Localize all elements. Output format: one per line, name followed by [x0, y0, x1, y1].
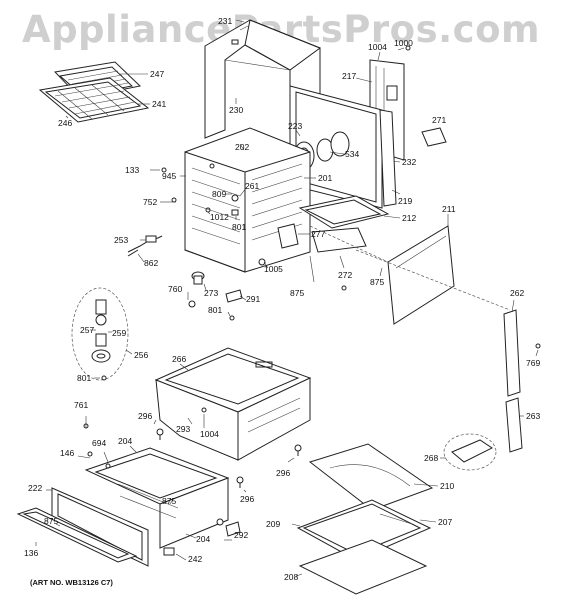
wire-harness[interactable] [127, 235, 163, 257]
callout-769: 769 [526, 358, 540, 368]
callout-204-front: 204 [196, 534, 210, 544]
callout-217: 217 [342, 71, 356, 81]
callout-296-left: 296 [138, 411, 152, 421]
callout-761: 761 [74, 400, 88, 410]
small-fasteners[interactable] [188, 271, 243, 321]
callout-209: 209 [266, 519, 280, 529]
callout-219: 219 [398, 196, 412, 206]
callout-231: 231 [218, 16, 232, 26]
callout-261: 261 [245, 181, 259, 191]
callout-1004-chassis: 1004 [200, 429, 219, 439]
side-trim-strip[interactable] [503, 309, 541, 397]
callout-146: 146 [60, 448, 74, 458]
lower-side-trim[interactable] [505, 397, 523, 453]
callout-263: 263 [526, 411, 540, 421]
callout-136: 136 [24, 548, 38, 558]
callout-875-center: 875 [290, 288, 304, 298]
callout-273: 273 [204, 288, 218, 298]
lower-bracket[interactable] [258, 223, 367, 291]
callout-241: 241 [152, 99, 166, 109]
callout-1012: 1012 [210, 212, 229, 222]
callout-1004-top: 1004 [368, 42, 387, 52]
rear-side-trim[interactable] [379, 109, 397, 207]
callout-259: 259 [112, 328, 126, 338]
valve-assembly-detail[interactable] [71, 287, 129, 381]
callout-801-valve: 801 [77, 373, 91, 383]
drawer-front-panel[interactable] [16, 507, 138, 563]
callout-207: 207 [438, 517, 452, 527]
callout-945: 945 [162, 171, 176, 181]
side-wrapper-panel[interactable] [387, 225, 455, 325]
callout-694: 694 [92, 438, 106, 448]
callout-210: 210 [440, 481, 454, 491]
callout-268: 268 [424, 453, 438, 463]
callout-875-front: 875 [44, 516, 58, 526]
callout-296-right: 296 [276, 468, 290, 478]
callout-223: 223 [288, 121, 302, 131]
callout-230: 230 [229, 105, 243, 115]
callout-222: 222 [28, 483, 42, 493]
callout-262: 262 [510, 288, 524, 298]
callout-292: 292 [234, 530, 248, 540]
callout-211: 211 [442, 204, 456, 214]
callout-534: 534 [345, 149, 359, 159]
screws-296[interactable] [156, 428, 302, 488]
callout-271: 271 [432, 115, 446, 125]
callout-266: 266 [172, 354, 186, 364]
broiler-pan-assembly[interactable] [38, 61, 150, 123]
callout-202: 202 [235, 142, 249, 152]
callout-272: 272 [338, 270, 352, 280]
callout-1005: 1005 [264, 264, 283, 274]
callout-256: 256 [134, 350, 148, 360]
callout-277: 277 [311, 229, 325, 239]
callout-247: 247 [150, 69, 164, 79]
callout-253: 253 [114, 235, 128, 245]
callout-875-drawer: 875 [162, 496, 176, 506]
callout-242: 242 [188, 554, 202, 564]
callout-293: 293 [176, 424, 190, 434]
callout-875-side: 875 [370, 277, 384, 287]
callout-296-bottom: 296 [240, 494, 254, 504]
callout-862: 862 [144, 258, 158, 268]
callout-204-top: 204 [118, 436, 132, 446]
callout-801-cavity: 801 [232, 222, 246, 232]
callout-246: 246 [58, 118, 72, 128]
callout-232: 232 [402, 157, 416, 167]
callout-201: 201 [318, 173, 332, 183]
callout-257: 257 [80, 325, 94, 335]
callout-760: 760 [168, 284, 182, 294]
bottom-tray[interactable] [298, 195, 390, 229]
callout-801-mid: 801 [208, 305, 222, 315]
art-number: (ART NO. WB13126 C7) [30, 578, 113, 587]
burner-chassis[interactable] [154, 347, 312, 461]
callout-752: 752 [143, 197, 157, 207]
anti-tip-bracket-detail[interactable] [443, 433, 497, 471]
oven-cavity[interactable] [161, 127, 311, 273]
oven-bottom-panels[interactable] [296, 443, 434, 595]
storage-drawer[interactable] [51, 423, 241, 567]
callout-133: 133 [125, 165, 139, 175]
callout-291: 291 [246, 294, 260, 304]
callout-809: 809 [212, 189, 226, 199]
callout-208: 208 [284, 572, 298, 582]
label-plate[interactable] [421, 127, 447, 147]
callout-212: 212 [402, 213, 416, 223]
callout-1000: 1000 [394, 38, 413, 48]
